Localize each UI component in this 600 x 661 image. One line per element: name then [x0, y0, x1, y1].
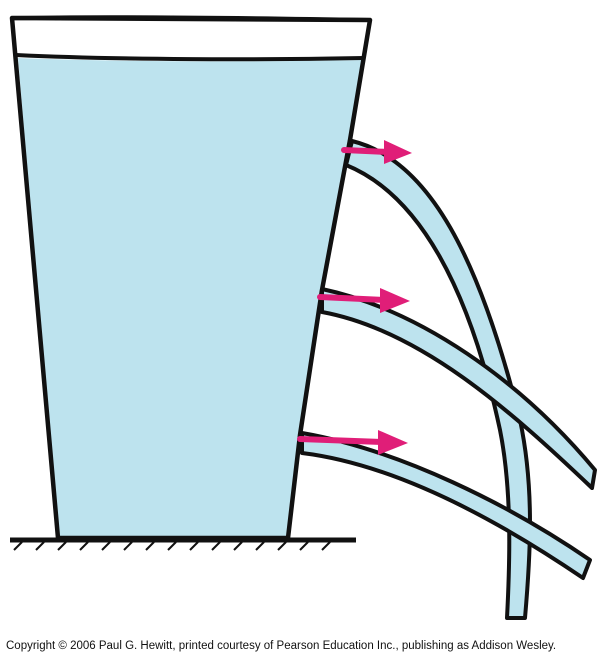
velocity-arrow-icon-bottom	[297, 430, 408, 455]
water-jets	[300, 139, 597, 620]
velocity-arrows	[297, 140, 412, 455]
hole-middle	[318, 289, 324, 313]
water-jet-middle	[320, 287, 597, 490]
cup-rim	[11, 15, 371, 22]
cup	[9, 15, 373, 541]
ground	[10, 537, 356, 551]
velocity-arrow-icon-top	[341, 140, 412, 164]
cup-water	[18, 58, 362, 538]
water-jet-bottom	[300, 431, 592, 580]
velocity-arrow-icon-middle	[317, 288, 410, 313]
water-surface	[15, 53, 365, 62]
copyright-credit: Copyright © 2006 Paul G. Hewitt, printed…	[6, 640, 557, 652]
